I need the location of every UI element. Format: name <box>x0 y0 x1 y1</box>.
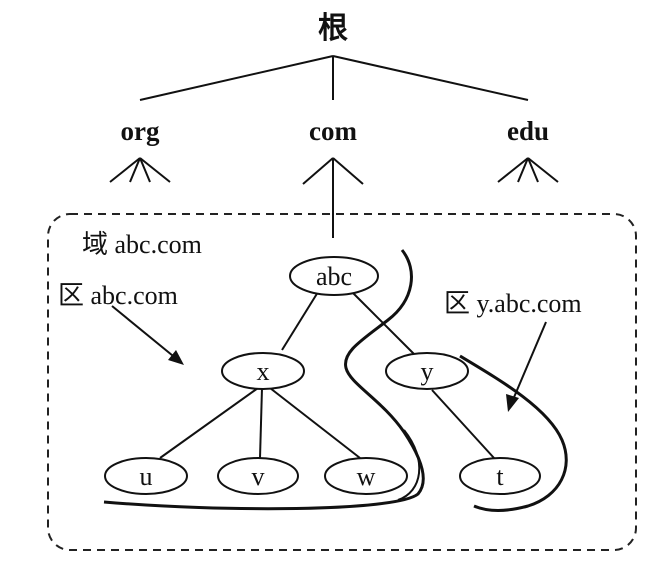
edge-root-org <box>139 55 334 101</box>
node-v: v <box>217 457 299 495</box>
node-u: u <box>104 457 188 495</box>
node-x-label: x <box>257 357 270 386</box>
zone-cut-curves <box>103 249 568 512</box>
node-t-label: t <box>496 462 504 491</box>
root-label: 根 <box>318 11 348 46</box>
node-y: y <box>385 352 469 390</box>
tld-org-label: org <box>121 116 160 146</box>
zone-y-label: 区 y.abc.com <box>444 289 582 318</box>
node-y-label: y <box>421 357 434 386</box>
zone-abc-arrow <box>111 305 184 365</box>
domain-boundary <box>47 213 637 551</box>
node-w-label: w <box>357 462 376 491</box>
node-v-label: v <box>252 462 265 491</box>
node-w: w <box>324 457 408 495</box>
com-subtree-fan <box>302 157 364 238</box>
tld-com-label: com <box>309 116 357 146</box>
edu-subtree-fan <box>497 157 559 183</box>
domain-label: 域 abc.com <box>82 230 202 259</box>
org-subtree-fan <box>109 157 171 183</box>
node-t: t <box>459 457 541 495</box>
tld-edu-label: edu <box>507 116 549 146</box>
node-abc: abc <box>289 256 379 296</box>
node-abc-label: abc <box>316 262 352 291</box>
node-x: x <box>221 352 305 390</box>
node-u-label: u <box>140 462 153 491</box>
zone-abc-label: 区 abc.com <box>58 281 178 310</box>
zone-y-arrow <box>506 321 547 412</box>
edge-root-edu <box>332 55 529 101</box>
